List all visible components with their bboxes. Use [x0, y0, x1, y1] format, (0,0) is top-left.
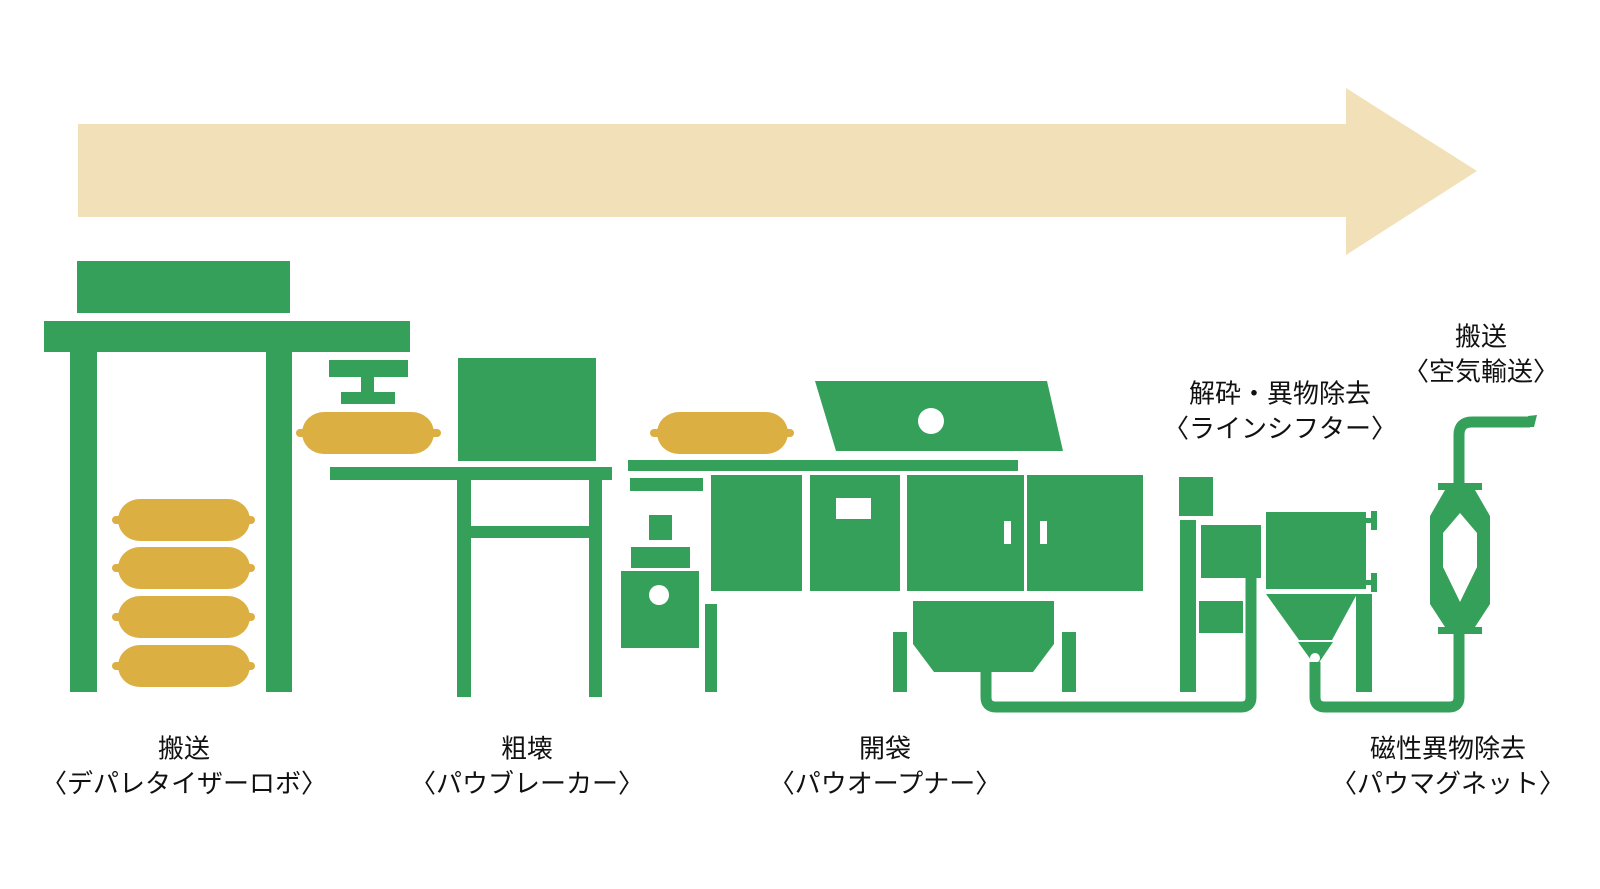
- stage-subtitle-air-conveying: 〈空気輸送〉: [1403, 358, 1559, 388]
- robot-gripper: [329, 360, 408, 404]
- bag: [112, 547, 255, 589]
- gripped-bag: [296, 412, 441, 454]
- bag-stack: [112, 499, 255, 687]
- stage-title-depalletizer: 搬送: [158, 735, 210, 765]
- stage-subtitle-line-sifter: 〈ラインシフター〉: [1163, 415, 1397, 445]
- stage-title-line-sifter: 解砕・異物除去: [1189, 380, 1371, 410]
- bag-opener-bag: [650, 412, 794, 454]
- air-conveying-pipe: [1453, 416, 1530, 484]
- transfer-pipe-1: [980, 578, 1257, 713]
- process-direction-arrow: [78, 88, 1477, 255]
- bag: [112, 499, 255, 541]
- bag: [112, 596, 255, 638]
- transfer-pipe-2: [1309, 632, 1465, 713]
- bag-breaker-machine: [330, 358, 612, 697]
- stage-subtitle-depalletizer: 〈デパレタイザーロボ〉: [41, 770, 327, 800]
- line-sifter-machine: [1179, 477, 1377, 692]
- stage-title-air-conveying: 搬送: [1455, 323, 1507, 353]
- bag-opener-machine: [621, 381, 1143, 692]
- stage-subtitle-magnet: 〈パウマグネット〉: [1331, 770, 1565, 800]
- stage-title-bag-breaker: 粗壊: [501, 735, 553, 765]
- stage-subtitle-bag-opener: 〈パウオープナー〉: [769, 770, 1001, 800]
- depalletizer-robot: [44, 261, 410, 692]
- bag: [112, 645, 255, 687]
- stage-title-bag-opener: 開袋: [859, 735, 911, 765]
- stage-title-magnet: 磁性異物除去: [1370, 735, 1526, 765]
- magnet-separator: [1430, 483, 1490, 634]
- stage-subtitle-bag-breaker: 〈パウブレーカー〉: [410, 770, 644, 800]
